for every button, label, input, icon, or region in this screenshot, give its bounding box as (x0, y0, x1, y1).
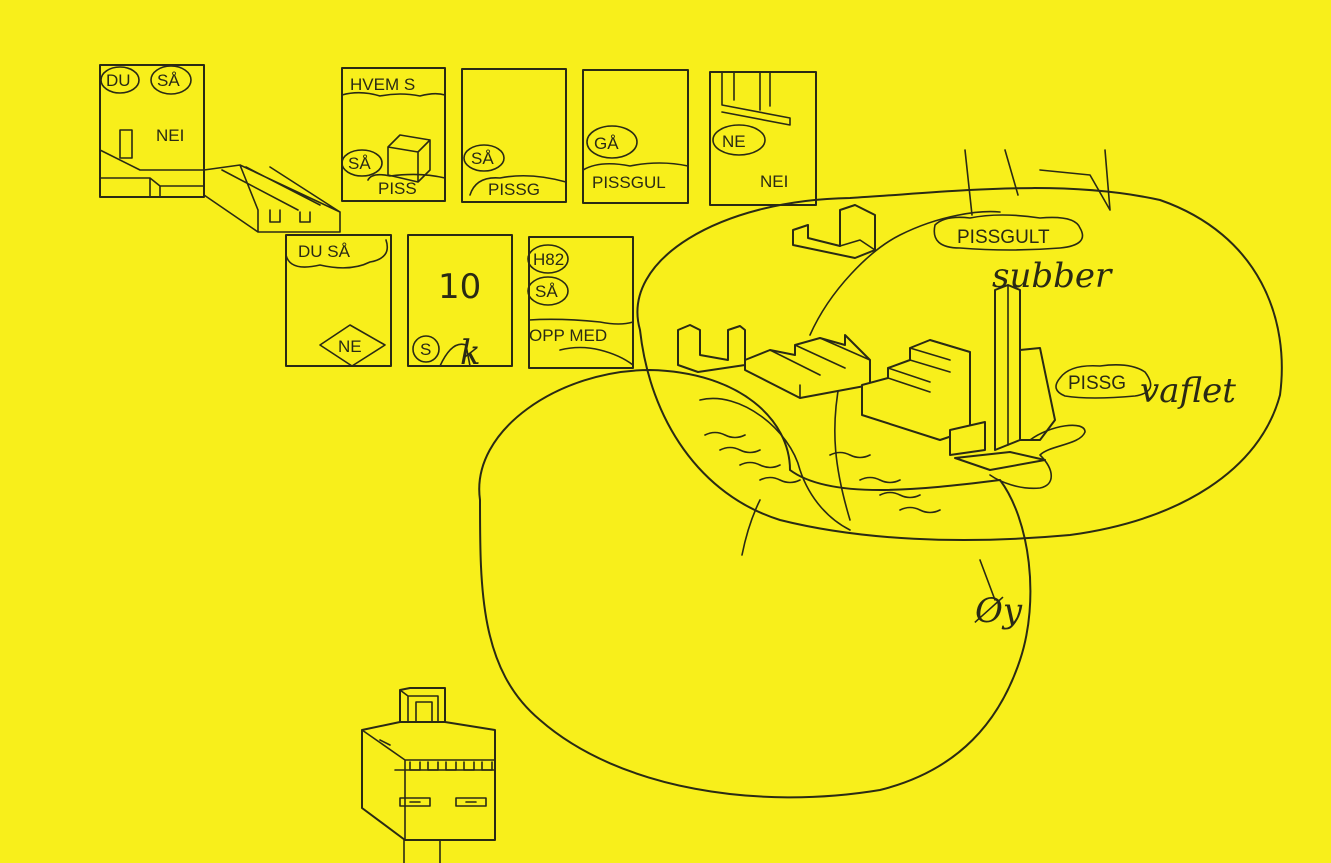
panel-6-dusa: DU SÅ (298, 242, 351, 261)
panel-1-du: DU (106, 71, 131, 90)
hand-subber: subber (992, 256, 1113, 296)
panel-7-s: S (420, 340, 431, 359)
panel-8-sa: SÅ (535, 282, 558, 301)
hand-oy: Øy (974, 591, 1023, 631)
bridge-block (203, 164, 341, 233)
panel-2-piss: PISS (378, 179, 417, 198)
panel-7-number: 10 (438, 267, 481, 307)
panel-2-sa: SÅ (348, 154, 371, 173)
panel-8-h82: H82 (533, 250, 564, 269)
panel-8: H82 SÅ OPP MED (527, 236, 634, 369)
panel-6-ne: NE (338, 337, 362, 356)
hand-vaflet: vaflet (1140, 371, 1236, 411)
panel-8-oppmed: OPP MED (529, 326, 607, 345)
castle-tower (361, 687, 496, 863)
label-pissg: PISSG (1068, 373, 1126, 394)
panel-1-sa: SÅ (157, 71, 180, 90)
panel-4-pissgul: PISSGUL (592, 173, 666, 192)
scene-outline (478, 149, 1283, 799)
label-pissgult: PISSGULT (957, 227, 1050, 248)
panel-2: HVEM S SÅ PISS (341, 67, 446, 202)
panel-5: NE NEI (709, 71, 817, 206)
panel-5-ne: NE (722, 132, 746, 151)
panel-5-nei: NEI (760, 172, 788, 191)
panel-1: DU SÅ NEI (99, 64, 205, 198)
panel-3: SÅ PISSG (461, 68, 567, 203)
panel-3-pissg: PISSG (488, 180, 540, 199)
scene-labels: PISSGULT subber PISSG vaflet Øy (933, 214, 1236, 631)
panel-3-sa: SÅ (471, 149, 494, 168)
panel-4: GÅ PISSGUL (582, 69, 689, 204)
panel-7: 10 S k (407, 234, 513, 373)
panel-7-hand: k (460, 333, 481, 373)
panel-6: DU SÅ NE (285, 234, 392, 367)
water-waves (699, 379, 996, 601)
panel-4-ga: GÅ (594, 134, 619, 153)
staircase-structure (677, 204, 1086, 490)
panel-2-hvem: HVEM S (350, 75, 415, 94)
panel-1-nei: NEI (156, 126, 184, 145)
